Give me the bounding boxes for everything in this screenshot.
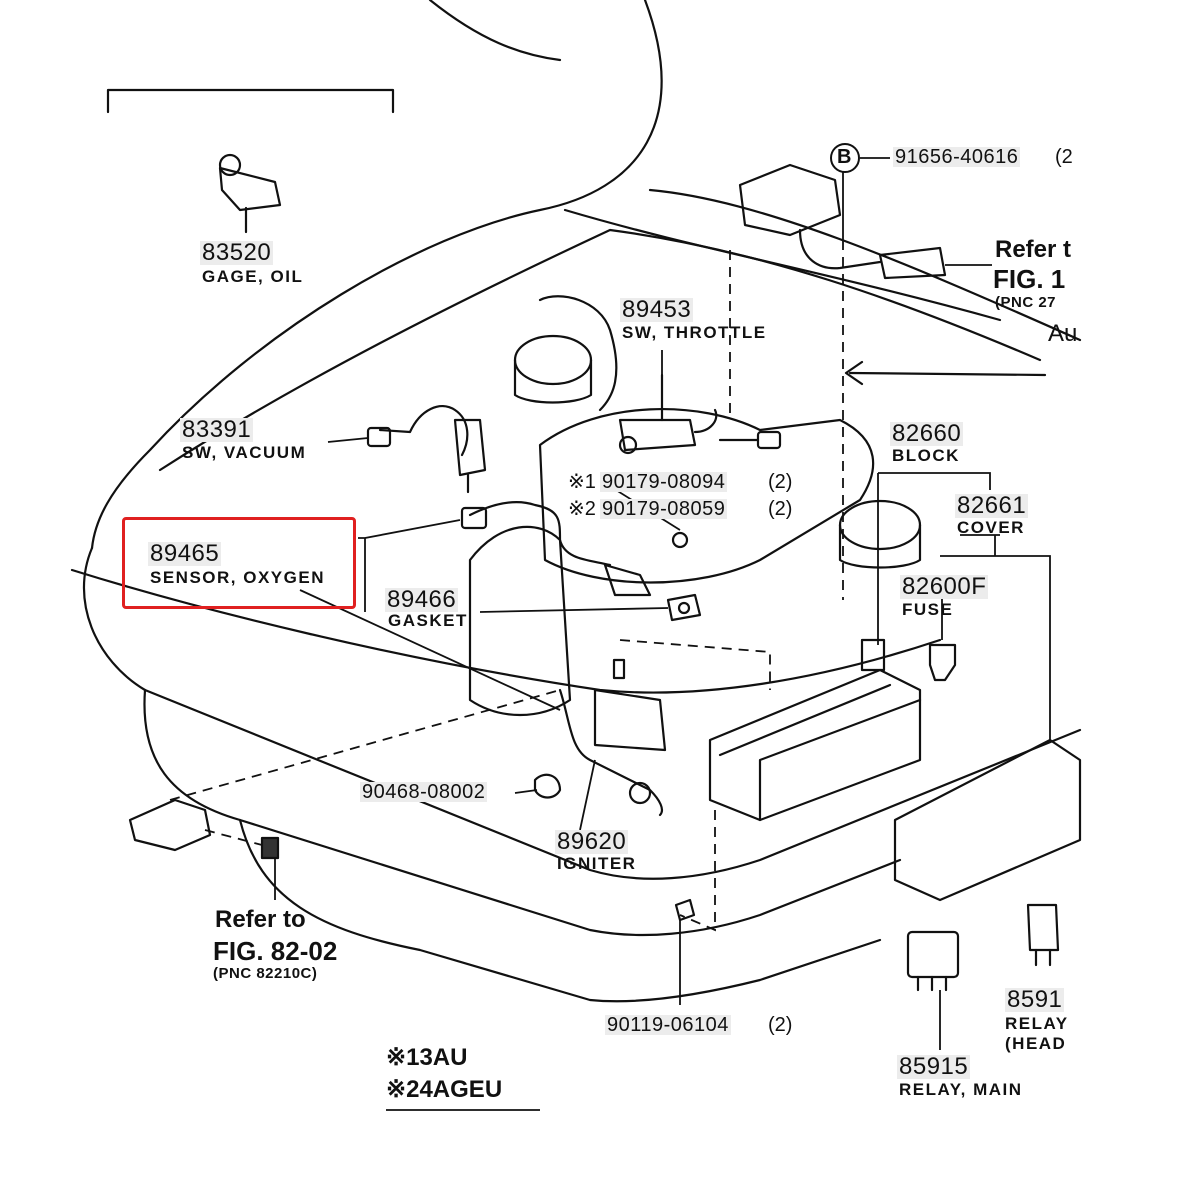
refer-right-extra: Au bbox=[1048, 320, 1078, 347]
leader-83391 bbox=[327, 437, 369, 443]
part-name-83520: GAGE, OIL bbox=[202, 267, 304, 286]
part-name-85916: RELAY bbox=[1005, 1014, 1069, 1033]
left-connector bbox=[128, 798, 212, 852]
header-bracket bbox=[106, 88, 395, 114]
leader-89466 bbox=[479, 607, 669, 613]
bolt1-number: 90179-08094 bbox=[600, 471, 728, 493]
bolt2-number: 90179-08059 bbox=[600, 498, 728, 520]
leader-89465-sensor bbox=[299, 589, 561, 711]
part-name2-85916: (HEAD bbox=[1005, 1034, 1067, 1053]
part-number-83391: 83391 bbox=[180, 416, 254, 443]
part-number-82600F: 82600F bbox=[900, 573, 989, 600]
part-name-82660: BLOCK bbox=[892, 446, 960, 465]
b-marker-label: B bbox=[837, 146, 852, 168]
part-number-89465: 89465 bbox=[148, 540, 222, 567]
leader-90468 bbox=[514, 789, 538, 794]
note-4ageu: ※24AGEU bbox=[386, 1076, 503, 1103]
screw-qty: (2) bbox=[768, 1014, 793, 1036]
note-3au: ※13AU bbox=[386, 1044, 468, 1071]
part-name-89453: SW, THROTTLE bbox=[622, 323, 767, 342]
leader-89620 bbox=[579, 759, 596, 831]
leader-82660 bbox=[877, 472, 991, 645]
part-name-89620: IGNITER bbox=[557, 854, 637, 873]
screw-shape bbox=[674, 898, 696, 922]
part-number-89453: 89453 bbox=[620, 296, 694, 323]
fender-top bbox=[90, 0, 663, 550]
igniter-body bbox=[593, 688, 667, 752]
bolt1-qty: (2) bbox=[768, 471, 793, 493]
part-number-85915: 85915 bbox=[897, 1053, 971, 1080]
part-number-83520: 83520 bbox=[200, 239, 274, 266]
vacuum-switch-connector bbox=[366, 426, 392, 448]
arrow-line bbox=[848, 371, 1047, 377]
oil-gage-body bbox=[218, 166, 282, 212]
part-name-82661: COVER bbox=[957, 518, 1025, 537]
part-number-82661: 82661 bbox=[955, 492, 1029, 519]
oxygen-sensor-highlight bbox=[122, 517, 356, 609]
fuse-shape bbox=[928, 643, 957, 682]
clip-number: 90468-08002 bbox=[360, 781, 488, 803]
gasket-shape bbox=[666, 593, 702, 622]
part-name-82600F: FUSE bbox=[902, 600, 954, 619]
part-number-89466: 89466 bbox=[385, 586, 459, 613]
left-fuse bbox=[260, 836, 280, 860]
bolt1-note: ※1 bbox=[568, 471, 596, 493]
bolt2-qty: (2) bbox=[768, 498, 793, 520]
part-number-85916: 8591 bbox=[1005, 986, 1065, 1013]
part-name-89465: SENSOR, OXYGEN bbox=[150, 568, 325, 587]
part-name-85915: RELAY, MAIN bbox=[899, 1080, 1023, 1099]
screw-number: 90119-06104 bbox=[605, 1014, 731, 1036]
refer-left-fig: FIG. 82-02 bbox=[213, 936, 338, 966]
part-name-89466: GASKET bbox=[388, 611, 468, 630]
clip-shape bbox=[533, 773, 562, 799]
part-number-89620: 89620 bbox=[555, 828, 629, 855]
lower-body bbox=[143, 688, 902, 937]
engine-cover bbox=[158, 228, 1042, 472]
intake-box bbox=[538, 408, 875, 584]
throttle-switch-body bbox=[618, 418, 697, 452]
vacuum-switch-hose bbox=[378, 405, 469, 457]
leader-89465 bbox=[358, 519, 461, 612]
front-body bbox=[83, 546, 1082, 880]
headlamp-recess bbox=[70, 568, 942, 694]
head-relay-body bbox=[1026, 903, 1060, 952]
cowl-line bbox=[648, 188, 1082, 342]
part-name-83391: SW, VACUUM bbox=[182, 443, 307, 462]
refer-right-text: Refer t bbox=[995, 236, 1072, 263]
oxygen-sensor-wire bbox=[468, 500, 612, 567]
refer-left-text: Refer to bbox=[215, 906, 306, 933]
top-relay-body bbox=[738, 163, 842, 237]
part-number-82660: 82660 bbox=[890, 420, 964, 447]
hood-outline bbox=[428, 0, 562, 62]
refer-right-fig: FIG. 1 bbox=[993, 264, 1066, 294]
bolt-b-qty: (2 bbox=[1055, 146, 1073, 168]
bolt-b-number: 91656-40616 bbox=[893, 146, 1021, 168]
oxygen-sensor-body bbox=[603, 563, 652, 597]
leader-82661 bbox=[940, 534, 1051, 740]
refer-right-pnc: (PNC 27 bbox=[995, 294, 1057, 311]
bolt2-note: ※2 bbox=[568, 498, 596, 520]
bumper-bottom bbox=[238, 818, 882, 1003]
refer-left-pnc: (PNC 82210C) bbox=[213, 965, 318, 982]
